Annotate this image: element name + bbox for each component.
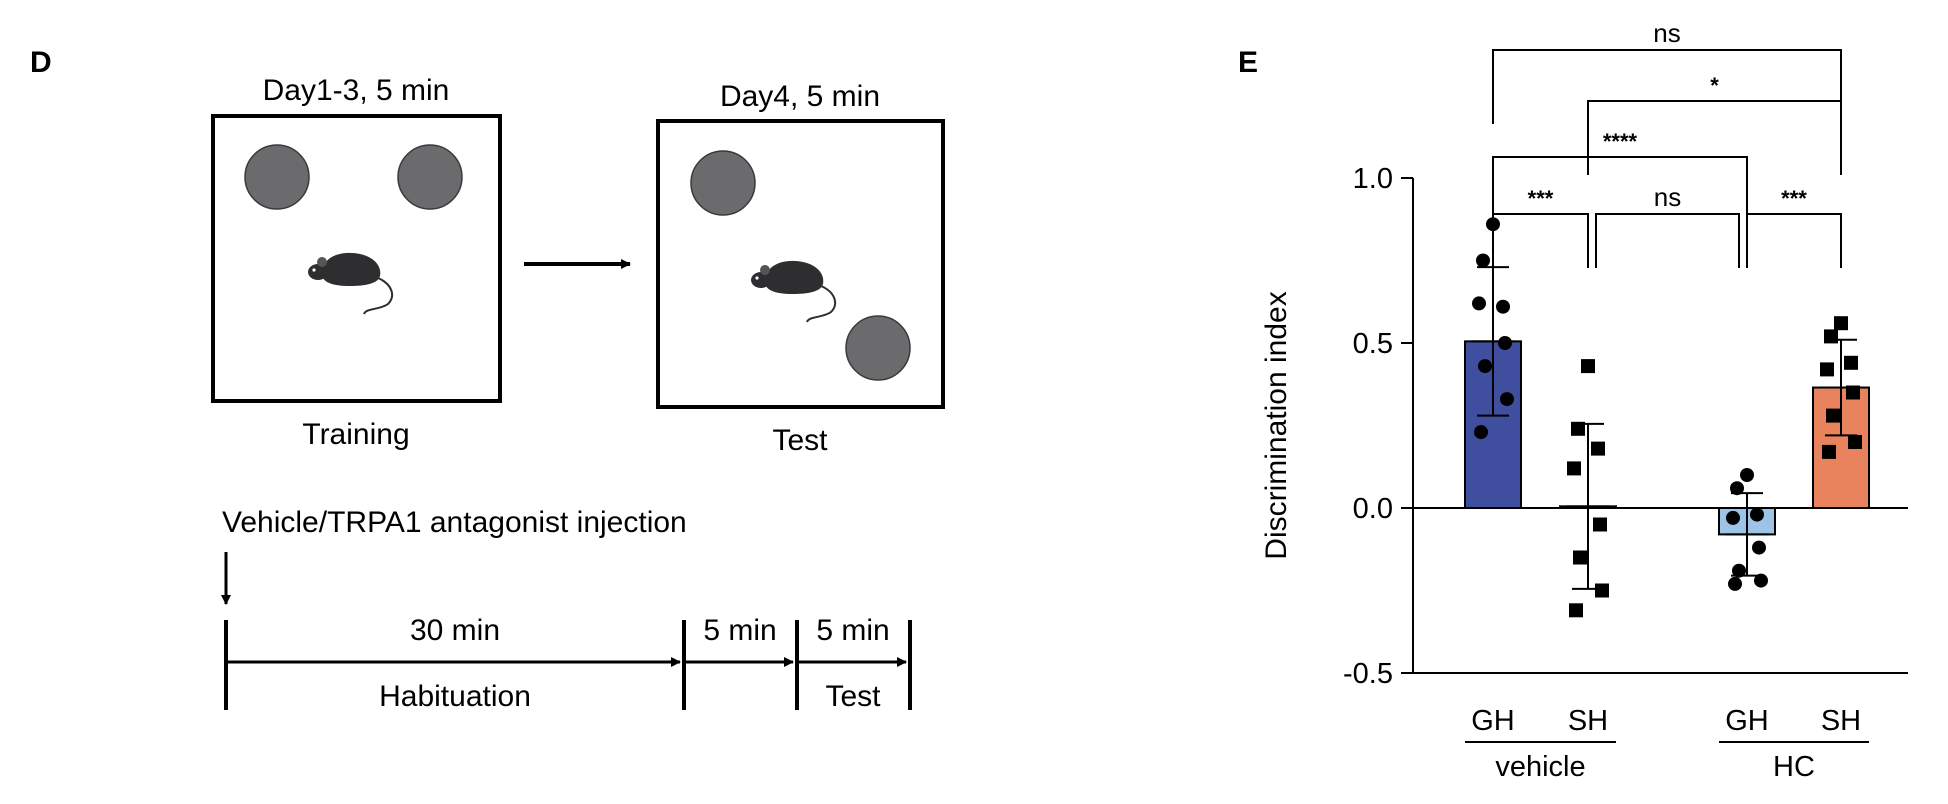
data-point <box>1591 441 1605 456</box>
x-tick-label: SH <box>1568 705 1608 737</box>
data-point <box>1728 576 1742 591</box>
timeline-seg1-label: Habituation <box>379 680 531 713</box>
training-header: Day1-3, 5 min <box>263 74 450 107</box>
data-point <box>1732 563 1746 578</box>
y-tick-label: 0.5 <box>1353 328 1393 360</box>
object-a <box>244 144 310 210</box>
data-point <box>1844 355 1858 370</box>
data-point <box>1500 392 1514 407</box>
group-label: vehicle <box>1495 751 1585 783</box>
y-tick-label: 0.0 <box>1353 493 1393 525</box>
timeline: 30 min Habituation 5 min 5 min Test <box>224 614 912 713</box>
significance-bracket <box>1587 100 1842 175</box>
significance-label: *** <box>1781 186 1807 211</box>
significance-bracket <box>1492 213 1589 268</box>
data-point <box>1726 510 1740 525</box>
data-point <box>1846 385 1860 400</box>
panel-d-label: D <box>30 46 52 79</box>
data-point <box>1754 573 1768 588</box>
data-point <box>1826 408 1840 423</box>
data-point <box>1848 435 1862 449</box>
significance-bracket <box>1492 156 1748 231</box>
data-point <box>1567 461 1581 476</box>
training-caption: Training <box>302 418 409 451</box>
x-tick-label: GH <box>1471 705 1515 737</box>
y-tick-label: 1.0 <box>1353 163 1393 195</box>
data-point <box>1474 425 1488 440</box>
data-point <box>1824 329 1838 344</box>
test-arena <box>656 119 945 409</box>
timeline-seg3-duration: 5 min <box>816 614 889 647</box>
object-familiar <box>690 150 756 216</box>
data-point <box>1496 299 1510 314</box>
data-point <box>1581 359 1595 374</box>
timeline-seg3-label: Test <box>825 680 881 713</box>
significance-label: * <box>1710 73 1719 98</box>
data-point <box>1822 444 1836 459</box>
significance-bracket <box>1492 49 1842 124</box>
data-point <box>1476 253 1490 268</box>
group-label: HC <box>1773 751 1815 783</box>
data-point <box>1834 316 1848 331</box>
data-point <box>1752 540 1766 555</box>
timeline-seg1-duration: 30 min <box>410 614 500 647</box>
test-header: Day4, 5 min <box>720 80 880 113</box>
x-tick-label: SH <box>1821 705 1861 737</box>
x-tick-label: GH <box>1725 705 1769 737</box>
significance-label: ns <box>1653 18 1680 48</box>
y-axis-title: Discrimination index <box>1260 291 1293 559</box>
panel-d: D Day1-3, 5 min Training Day4, 5 min Tes… <box>30 46 945 713</box>
data-point <box>1478 359 1492 374</box>
data-point <box>1472 296 1486 311</box>
data-point <box>1498 336 1512 350</box>
significance-bracket <box>1595 213 1740 268</box>
injection-label: Vehicle/TRPA1 antagonist injection <box>222 506 687 539</box>
mouse-icon-training <box>308 252 394 315</box>
significance-bracket <box>1746 213 1842 268</box>
data-point <box>1569 603 1583 618</box>
data-point <box>1750 507 1764 522</box>
data-point <box>1730 481 1744 496</box>
data-point <box>1595 583 1609 598</box>
mouse-icon-test <box>751 260 837 323</box>
object-b <box>397 144 463 210</box>
data-point <box>1573 550 1587 565</box>
data-point <box>1740 468 1754 482</box>
data-point <box>1593 517 1607 532</box>
y-tick-label: -0.5 <box>1343 658 1393 690</box>
significance-label: ns <box>1654 182 1681 212</box>
timeline-seg2-duration: 5 min <box>703 614 776 647</box>
panel-e-label: E <box>1238 46 1258 79</box>
significance-label: **** <box>1603 129 1638 154</box>
data-point <box>1820 362 1834 377</box>
significance-label: *** <box>1528 186 1554 211</box>
object-novel <box>845 315 911 381</box>
test-caption: Test <box>772 424 828 457</box>
training-arena <box>211 114 502 403</box>
data-point <box>1571 421 1585 436</box>
